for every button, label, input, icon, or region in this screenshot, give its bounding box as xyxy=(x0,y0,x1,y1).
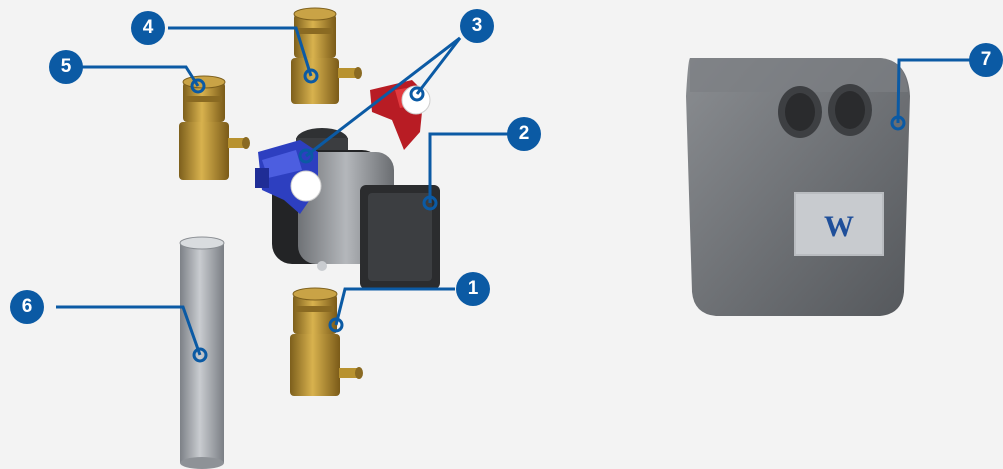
leader-line-5 xyxy=(80,65,200,87)
callout-number: 5 xyxy=(60,56,72,77)
leader-line-4 xyxy=(168,26,313,77)
target-6 xyxy=(192,347,208,363)
target-5 xyxy=(190,78,206,94)
callout-badge-6: 6 xyxy=(10,290,44,324)
left-brass-valve xyxy=(179,75,250,180)
blue-valve-handle xyxy=(255,140,322,214)
callout-badge-1: 1 xyxy=(456,272,490,306)
brand-logo-mark: W xyxy=(824,210,854,243)
callout-number: 3 xyxy=(471,15,483,36)
callout-badge-7: 7 xyxy=(969,43,1003,77)
callout-badge-3: 3 xyxy=(460,9,494,43)
leader-line-1 xyxy=(334,287,455,326)
leader-line-6 xyxy=(56,305,202,356)
leader-line-3a xyxy=(305,36,461,158)
callout-number: 6 xyxy=(21,296,33,317)
brand-logo: W xyxy=(824,210,854,243)
insulation-cover xyxy=(686,58,910,316)
target-7 xyxy=(890,115,906,131)
upper-brass-valve xyxy=(291,7,362,104)
leader-line-7 xyxy=(896,58,972,124)
leader-line-2 xyxy=(428,132,517,203)
callout-badge-4: 4 xyxy=(131,11,165,45)
target-2 xyxy=(422,195,438,211)
callout-number: 1 xyxy=(467,278,479,299)
callout-number: 4 xyxy=(142,17,154,38)
callout-number: 2 xyxy=(518,123,530,144)
callout-badge-2: 2 xyxy=(507,117,541,151)
callout-targets xyxy=(190,68,906,363)
bypass-pipe xyxy=(179,236,225,469)
lower-brass-valve xyxy=(290,287,363,396)
target-3b xyxy=(409,86,425,102)
target-1 xyxy=(328,317,344,333)
callout-number: 7 xyxy=(980,49,992,70)
leader-line-3b xyxy=(415,37,462,95)
callout-badge-5: 5 xyxy=(49,50,83,84)
target-3a xyxy=(298,148,314,164)
target-4 xyxy=(303,68,319,84)
